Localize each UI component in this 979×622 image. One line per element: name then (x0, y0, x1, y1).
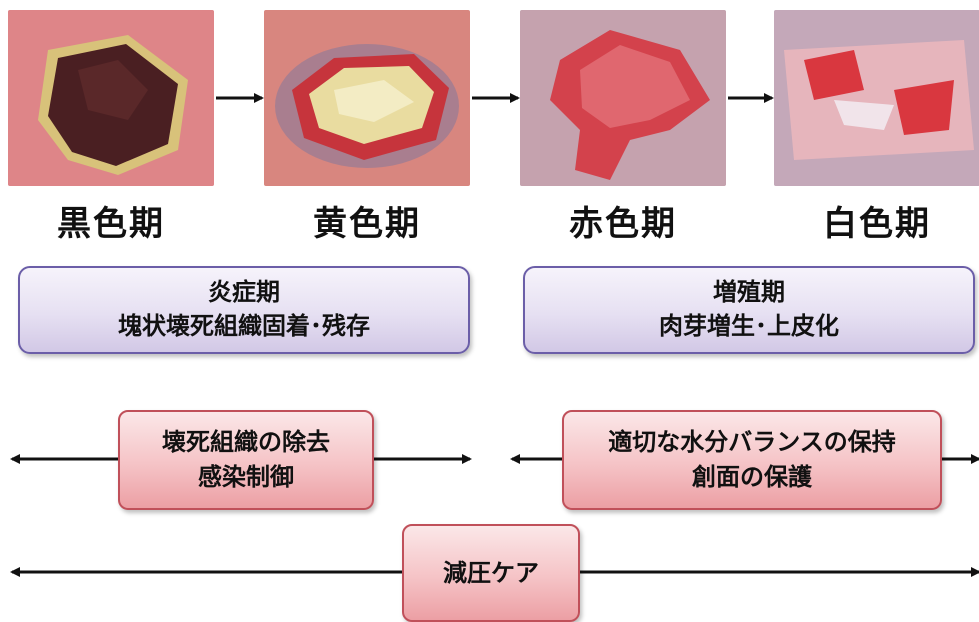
care-box-necrosis: 壊死組織の除去 感染制御 (118, 410, 374, 510)
care-line: 感染制御 (198, 460, 294, 495)
care-box-moisture: 適切な水分バランスの保持 創面の保護 (562, 410, 942, 510)
care-box-pressure: 減圧ケア (402, 524, 580, 622)
care-line: 適切な水分バランスの保持 (608, 425, 896, 460)
care-line: 壊死組織の除去 (162, 425, 330, 460)
care-line: 減圧ケア (443, 556, 539, 591)
care-line: 創面の保護 (692, 460, 812, 495)
